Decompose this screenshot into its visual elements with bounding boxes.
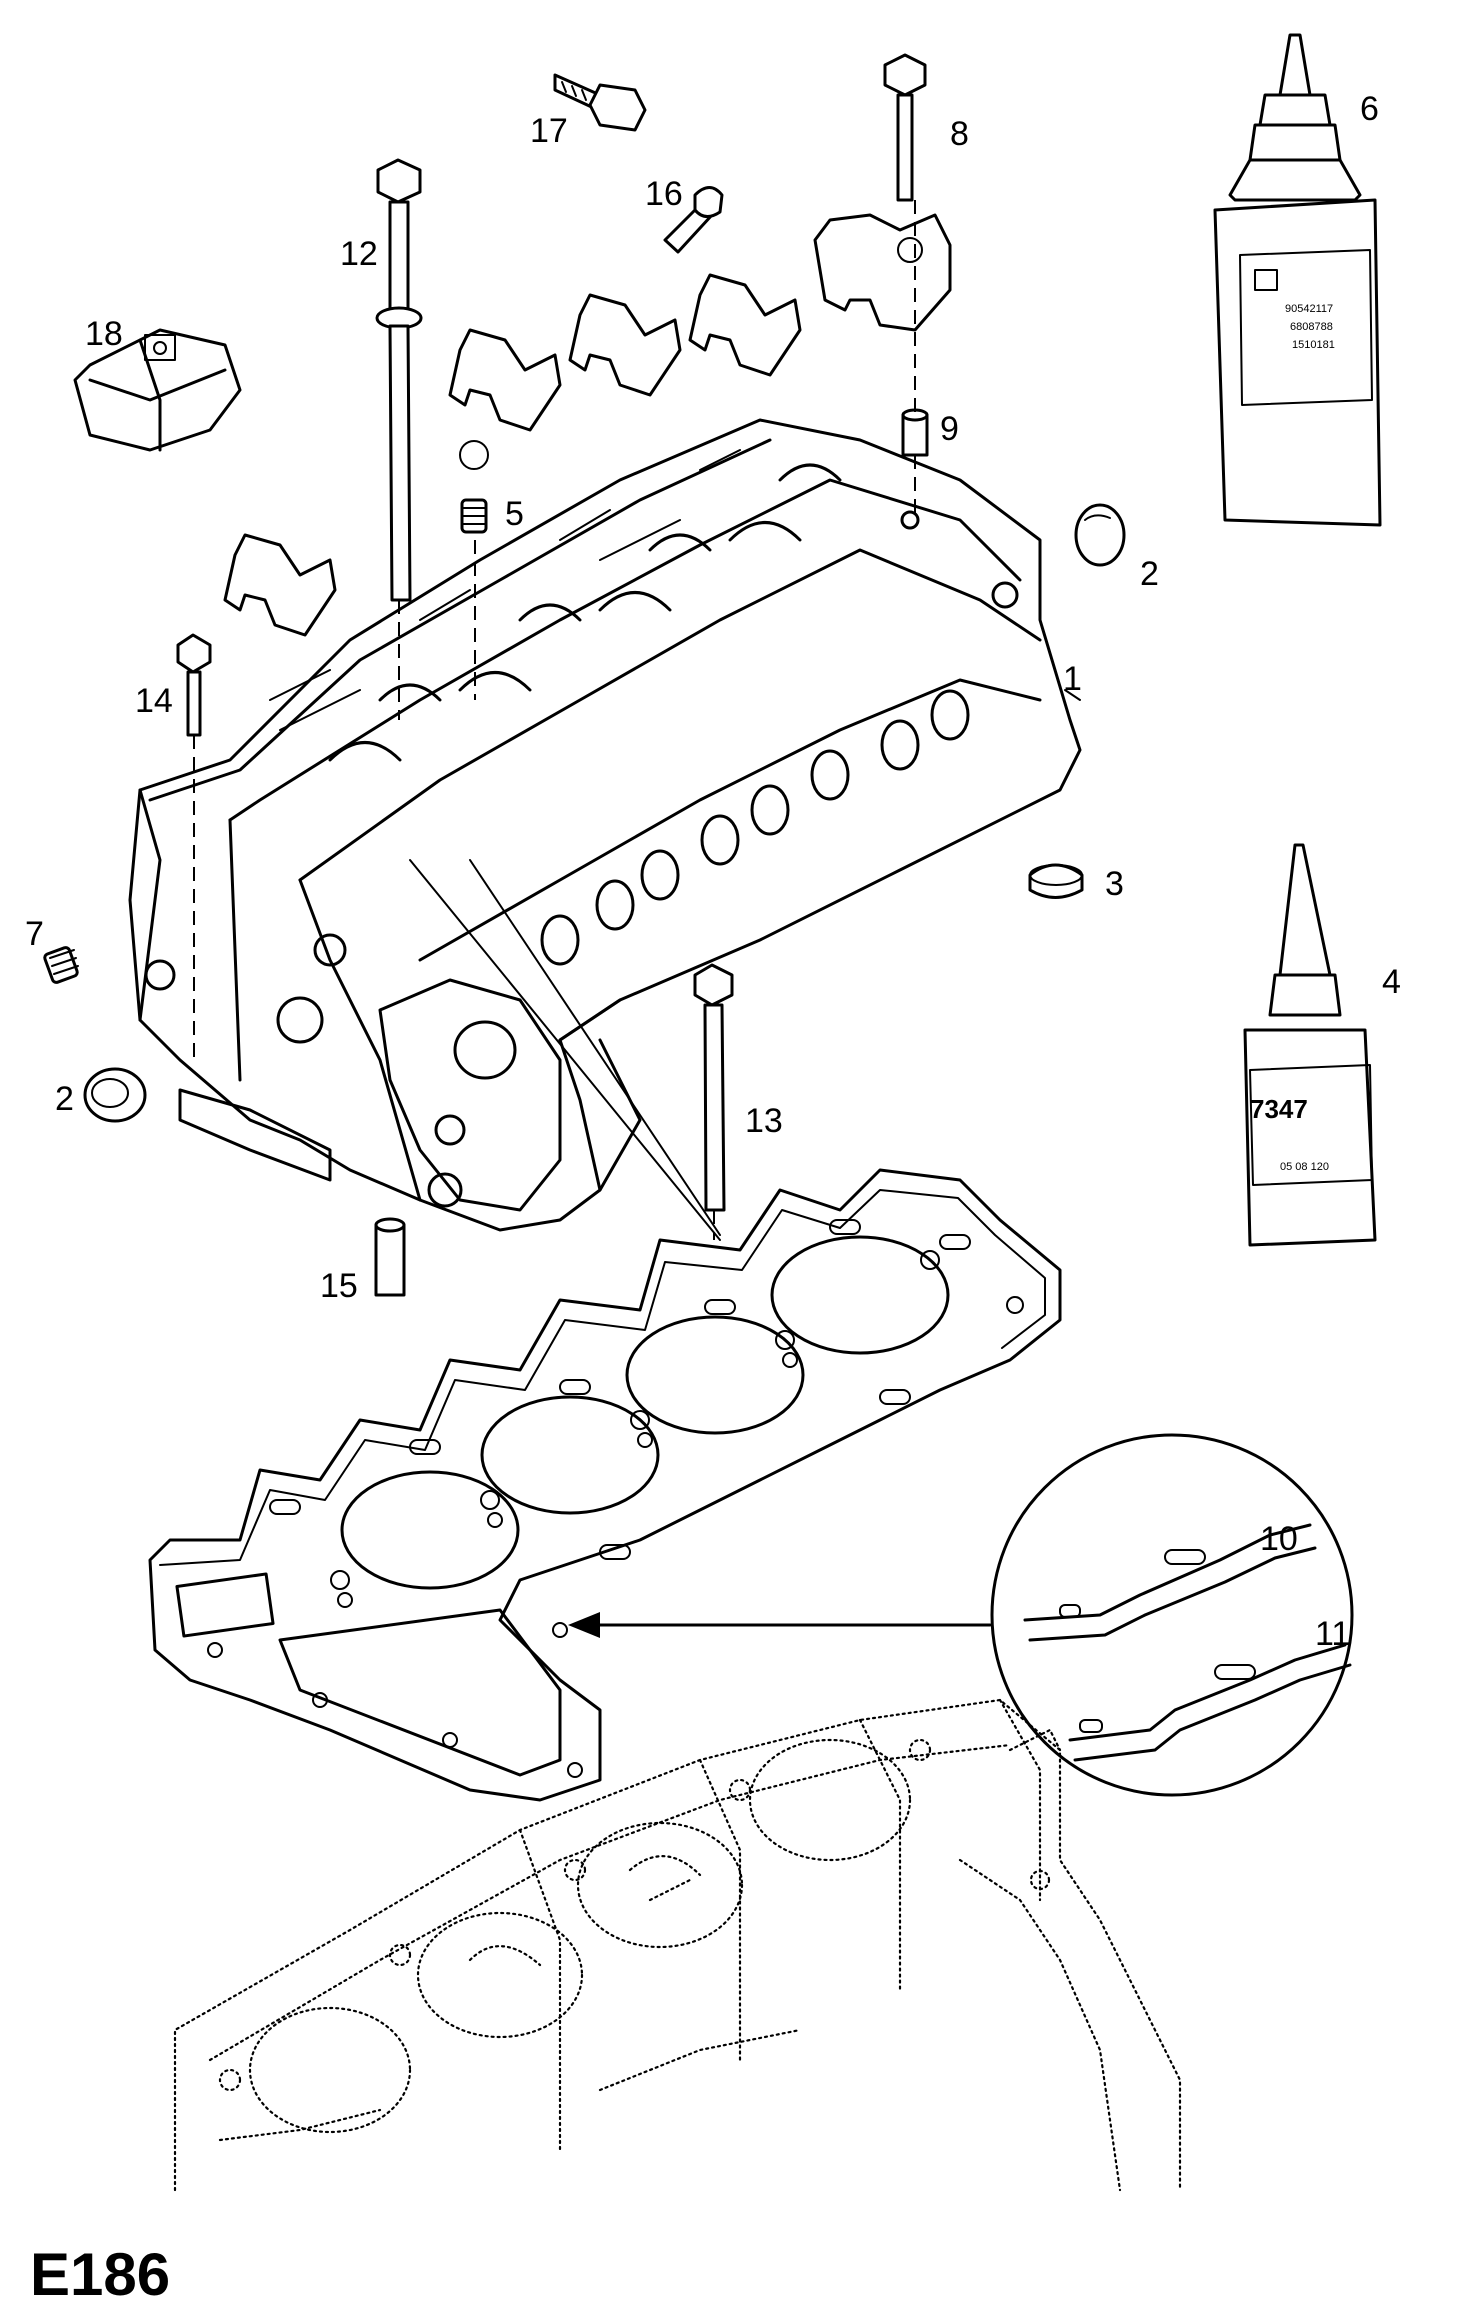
- cylinder-head-gasket: [148, 1168, 1062, 1802]
- callout-8: 8: [950, 115, 969, 153]
- callout-9: 9: [940, 410, 959, 448]
- seal-2-lower: [83, 1067, 147, 1123]
- plug-7: [43, 946, 79, 984]
- seal-2-top: [1074, 503, 1126, 567]
- callout-12: 12: [340, 235, 378, 273]
- bolt-17: [553, 73, 647, 132]
- callout-2-top: 2: [1140, 555, 1159, 593]
- cylinder-head: [128, 418, 1082, 1232]
- figure-code: E186: [30, 2241, 170, 2308]
- callout-1: 1: [1063, 660, 1082, 698]
- bottle-6-line-1: 90542117: [1285, 303, 1333, 315]
- adhesive-tube-4: [1243, 843, 1377, 1247]
- sealant-bottle-6: [1213, 33, 1382, 527]
- callout-labels: 1 2 2 3 4 5 6 7 8 9 10 11 12 13 14 15 16…: [25, 90, 1401, 1653]
- head-bolt-12: [375, 158, 423, 602]
- engine-block-outline: [173, 1698, 1182, 2192]
- bolt-8: [883, 53, 927, 202]
- callout-6: 6: [1360, 90, 1379, 128]
- callout-18: 18: [85, 315, 123, 353]
- callout-14: 14: [135, 682, 173, 720]
- callout-2-lower: 2: [55, 1080, 74, 1118]
- plug-5: [459, 440, 489, 534]
- camshaft-bearing-caps: [223, 213, 952, 637]
- plug-3: [1028, 863, 1084, 899]
- bracket-18: [73, 328, 242, 452]
- callout-3: 3: [1105, 865, 1124, 903]
- leader-lines: [193, 200, 1081, 1241]
- callout-5: 5: [505, 495, 524, 533]
- callout-17: 17: [530, 112, 568, 150]
- gasket-detail-magnifier: [990, 1433, 1354, 1797]
- detail-arrow: [568, 1612, 992, 1638]
- tube-4-subcode: 05 08 120: [1280, 1161, 1329, 1173]
- bottle-6-label-text: 90542117 6808788 1510181: [1285, 303, 1335, 351]
- callout-16: 16: [645, 175, 683, 213]
- bolt-16: [663, 186, 724, 254]
- tube-4-code: 7347: [1250, 1094, 1308, 1124]
- bottle-6-line-3: 1510181: [1292, 339, 1335, 351]
- callout-10: 10: [1260, 1520, 1298, 1558]
- bottle-6-line-2: 6808788: [1290, 321, 1333, 333]
- dowel-15: [374, 1217, 406, 1297]
- callout-15: 15: [320, 1267, 358, 1305]
- callout-13: 13: [745, 1102, 783, 1140]
- head-bolt-13: [693, 963, 734, 1212]
- callout-7: 7: [25, 915, 44, 953]
- bolt-14: [176, 633, 212, 737]
- callout-4: 4: [1382, 963, 1401, 1001]
- dowel-9: [901, 408, 929, 457]
- callout-11: 11: [1315, 1615, 1350, 1653]
